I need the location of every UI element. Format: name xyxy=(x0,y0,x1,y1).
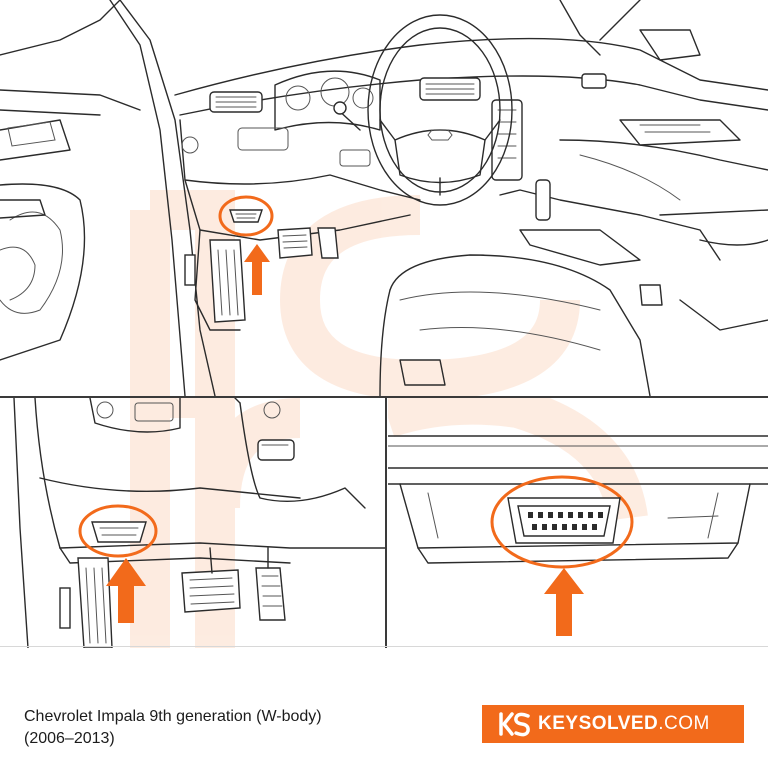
interior-overview-drawing xyxy=(0,0,768,396)
panel-divider-horizontal xyxy=(0,396,768,398)
panel-divider-bottom xyxy=(0,646,768,647)
under-dash-closeup-panel xyxy=(0,398,385,648)
vehicle-model-title: Chevrolet Impala 9th generation (W-body) xyxy=(24,708,322,725)
vehicle-caption: Chevrolet Impala 9th generation (W-body)… xyxy=(24,706,444,750)
under-dash-closeup-drawing xyxy=(13,398,385,648)
watermark-logo xyxy=(388,398,648,522)
interior-overview-panel xyxy=(0,0,768,396)
vehicle-model-years: (2006–2013) xyxy=(24,730,115,747)
watermark-logo xyxy=(130,190,580,396)
obd2-port-icon xyxy=(218,195,274,237)
obd2-port-icon xyxy=(490,475,634,569)
up-arrow-icon xyxy=(544,568,584,636)
panel-divider-vertical xyxy=(385,398,387,648)
obd-port-detail-drawing xyxy=(388,398,768,636)
keysolved-brand-badge[interactable]: KEYSOLVED.COM xyxy=(482,705,744,743)
watermark-logo xyxy=(130,398,301,648)
brand-name: KEYSOLVED.COM xyxy=(538,713,710,735)
up-arrow-icon xyxy=(244,244,270,295)
brand-tld: .COM xyxy=(658,713,710,734)
up-arrow-icon xyxy=(106,558,146,623)
brand-name-text: KEYSOLVED xyxy=(538,713,659,734)
obd2-port-icon xyxy=(78,504,158,558)
keysolved-logo-icon xyxy=(499,712,530,737)
obd-port-detail-panel xyxy=(388,398,768,648)
